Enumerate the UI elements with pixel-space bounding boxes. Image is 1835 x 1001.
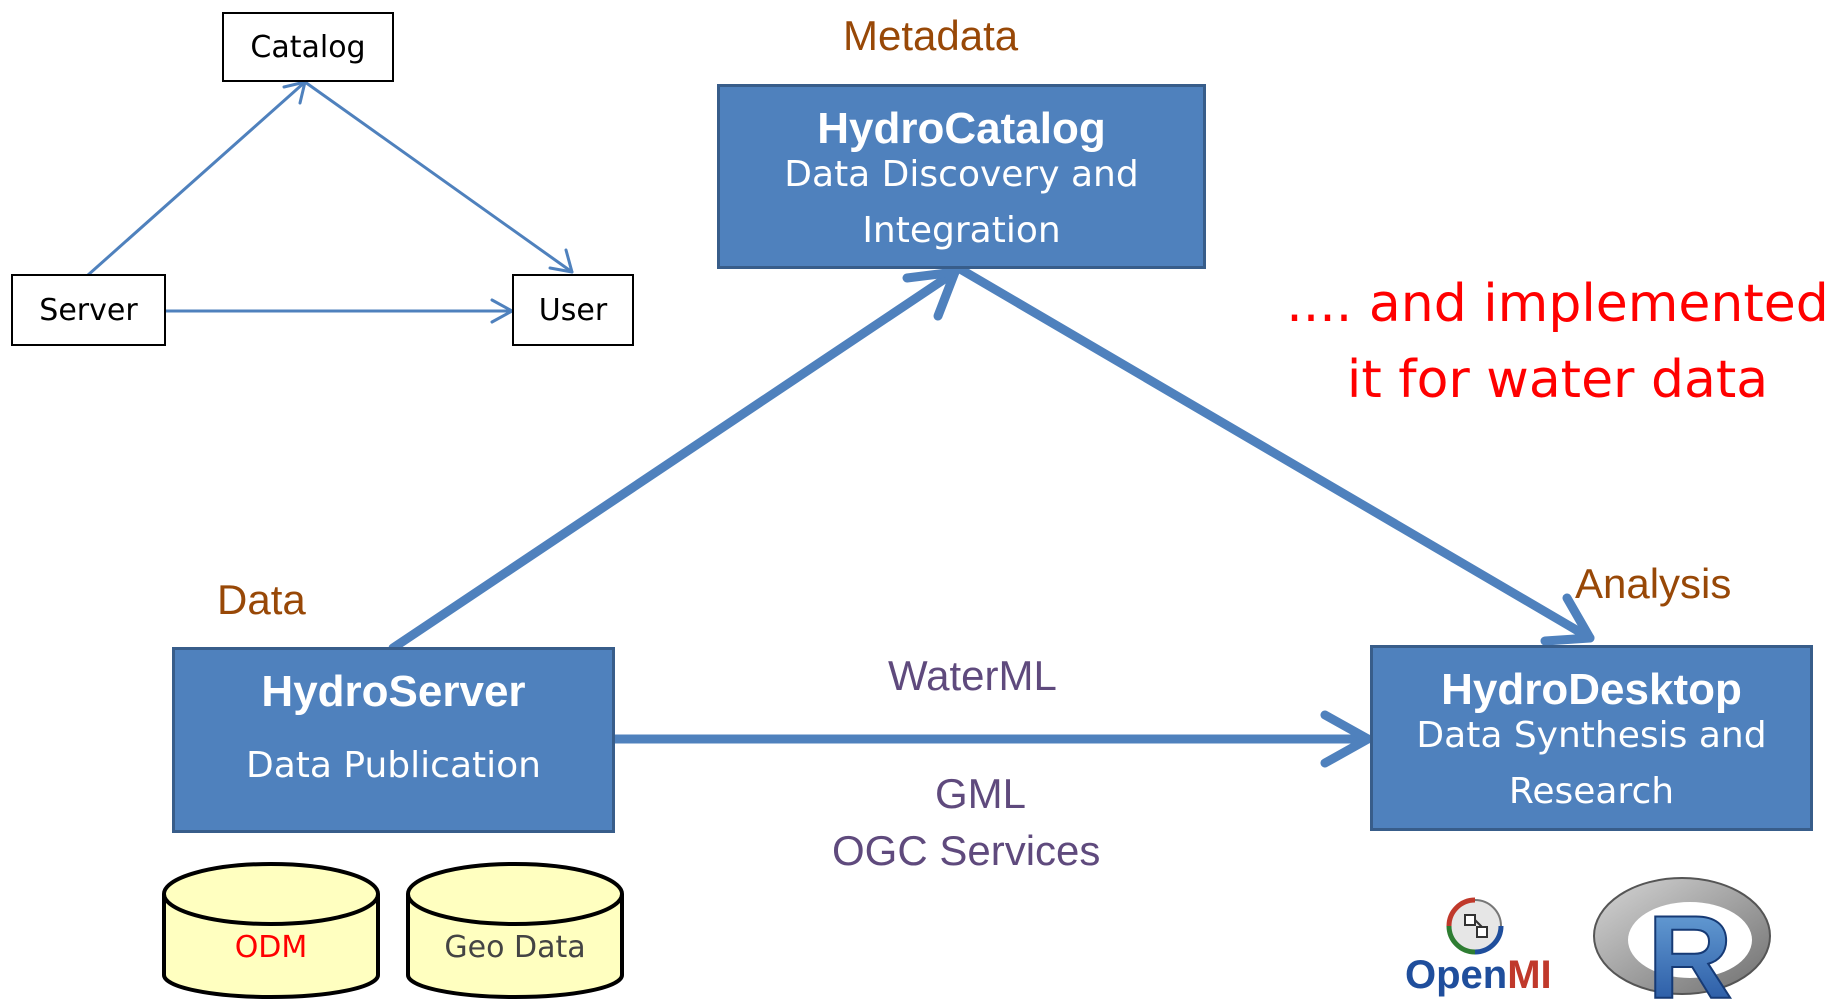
r-logo-icon: R [1593,877,1771,1001]
ogc-services-label: OGC Services [832,827,1101,874]
analysis-label: Analysis [1575,560,1732,607]
catalog-box: Catalog [222,12,394,82]
gml-label: GML [935,770,1027,817]
arrowhead-hydroserver-to-hydrodesktop [1320,710,1373,768]
geo-data-database-icon [406,862,624,999]
server-label: Server [39,292,138,328]
openmi-mi: MI [1507,953,1552,997]
user-box: User [512,274,634,346]
arrowhead-hydrocatalog-to-hydrodesktop [1540,593,1595,646]
odm-database-icon [162,862,380,999]
hydrocatalog-line2: Integration [862,210,1061,251]
hydroserver-box: HydroServer Data Publication [172,647,615,833]
arrow-server-to-catalog [86,80,307,277]
catalog-label: Catalog [250,29,366,65]
hydrocatalog-title: HydroCatalog [817,104,1106,153]
hydrodesktop-box: HydroDesktop Data Synthesis and Research [1370,645,1813,831]
arrow-catalog-to-user [303,80,574,274]
implementation-note: .... and implemented it for water data [1280,266,1835,418]
hydroserver-title: HydroServer [261,667,526,716]
hydrocatalog-box: HydroCatalog Data Discovery and Integrat… [717,84,1206,269]
user-label: User [538,292,608,328]
data-label: Data [217,576,306,623]
metadata-label: Metadata [843,12,1019,59]
hydrodesktop-line1: Data Synthesis and [1416,715,1767,756]
waterml-label: WaterML [888,652,1057,699]
openmi-logo-icon [1446,897,1504,955]
geo-data-label: Geo Data [444,930,586,965]
arrowhead-hydroserver-to-hydrocatalog [902,267,960,321]
note-line1: .... and implemented [1286,274,1829,334]
server-box: Server [11,274,166,346]
r-logo-letter: R [1647,892,1732,1001]
hydrodesktop-line2: Research [1508,771,1675,812]
hydrodesktop-title: HydroDesktop [1441,665,1742,714]
arrowhead-catalog-to-user [548,248,574,274]
openmi-logo-text: OpenMI [1405,953,1552,998]
openmi-open: Open [1405,953,1508,997]
hydrocatalog-line1: Data Discovery and [784,154,1139,195]
arrow-hydroserver-to-hydrocatalog [388,267,960,653]
hydroserver-line1: Data Publication [246,745,541,786]
arrow-hydrocatalog-to-hydrodesktop [950,261,1595,643]
odm-label: ODM [234,930,308,965]
note-line2: it for water data [1346,350,1769,410]
